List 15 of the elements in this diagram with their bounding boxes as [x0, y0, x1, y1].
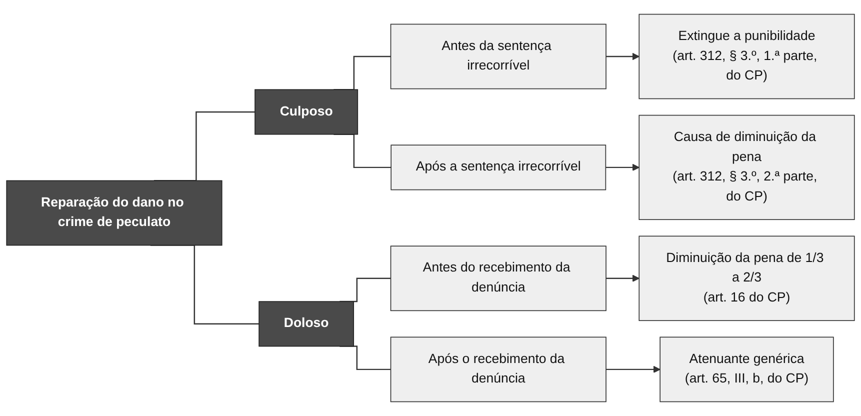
- node-box: Culposo: [254, 89, 358, 135]
- node-box: Reparação do dano no crime de peculato: [6, 180, 222, 246]
- arrow: [606, 52, 640, 60]
- node-box: Extingue a punibilidade (art. 312, § 3.º, 1.ª parte, do CP): [638, 14, 855, 100]
- node-box: Doloso: [258, 301, 354, 347]
- node-box: Causa de diminuição da pena (art. 312, § 3.º, 2.ª parte, do CP): [638, 114, 855, 220]
- node-box: Após o recebimento da denúncia: [390, 336, 606, 402]
- node-box: Após a sentença irrecorrível: [390, 144, 606, 190]
- node-box: Antes da sentença irrecorrível: [390, 24, 606, 90]
- arrow: [606, 164, 640, 172]
- node-box: Diminuição da pena de 1/3 a 2/3 (art. 16 do CP): [638, 236, 855, 321]
- node-box: Atenuante genérica (art. 65, III, b, do CP): [660, 336, 834, 402]
- node-box: Antes do recebimento da denúncia: [390, 246, 606, 312]
- arrow: [606, 366, 660, 374]
- arrow: [606, 274, 640, 282]
